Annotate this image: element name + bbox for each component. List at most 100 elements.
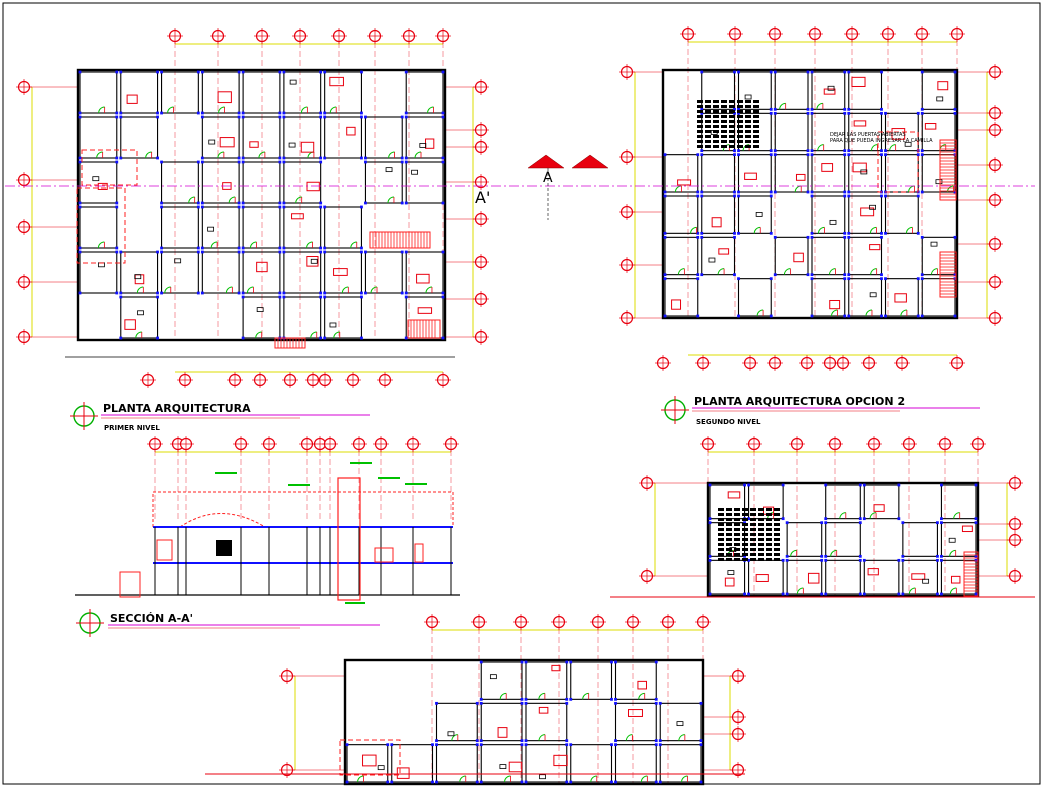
seat bbox=[737, 140, 743, 143]
column-mark bbox=[747, 483, 750, 487]
column-mark bbox=[323, 111, 327, 115]
room-wall bbox=[161, 161, 199, 204]
column-mark bbox=[769, 70, 773, 74]
column-mark bbox=[282, 160, 286, 164]
seat bbox=[718, 528, 724, 531]
column-mark bbox=[785, 521, 789, 525]
column-mark bbox=[479, 697, 483, 701]
column-mark bbox=[974, 521, 978, 525]
column-mark bbox=[282, 246, 286, 250]
column-mark bbox=[699, 739, 703, 743]
grid-bubble bbox=[730, 668, 746, 684]
column-mark bbox=[737, 149, 740, 153]
column-mark bbox=[237, 160, 241, 164]
room-wall bbox=[811, 112, 846, 152]
grid-bubble bbox=[473, 329, 489, 345]
seat bbox=[750, 548, 756, 551]
room-wall bbox=[283, 161, 322, 204]
grid-bubble bbox=[880, 26, 896, 42]
section-door bbox=[414, 543, 424, 563]
column-mark bbox=[241, 70, 245, 74]
seat bbox=[734, 558, 740, 561]
column-mark bbox=[884, 153, 887, 157]
column-mark bbox=[160, 250, 163, 254]
room-wall bbox=[863, 484, 900, 520]
fixture bbox=[936, 96, 944, 102]
furniture bbox=[744, 172, 757, 180]
seat bbox=[697, 145, 703, 148]
seat bbox=[726, 543, 732, 546]
column-mark bbox=[319, 295, 323, 299]
column-mark bbox=[737, 111, 740, 115]
grid-bubble bbox=[252, 372, 268, 388]
column-mark bbox=[404, 115, 408, 119]
seat bbox=[713, 125, 719, 128]
grid-bubble bbox=[178, 436, 194, 452]
column-mark bbox=[200, 160, 204, 164]
furniture bbox=[961, 525, 973, 533]
room-wall bbox=[737, 278, 772, 317]
grid-bubble bbox=[471, 614, 487, 630]
column-mark bbox=[696, 194, 700, 198]
seat bbox=[758, 543, 764, 546]
seat bbox=[766, 518, 772, 521]
fixture bbox=[256, 307, 264, 313]
column-mark bbox=[156, 70, 159, 74]
seat bbox=[713, 110, 719, 113]
column-mark bbox=[737, 153, 740, 157]
grid-bubble bbox=[660, 614, 676, 630]
column-mark bbox=[880, 231, 883, 235]
column-mark bbox=[196, 160, 200, 164]
grid-bubble bbox=[987, 105, 1003, 121]
column-mark bbox=[241, 201, 245, 205]
stair-hatch bbox=[369, 231, 431, 249]
column-mark bbox=[386, 743, 390, 747]
section-window-grid bbox=[216, 540, 232, 556]
grid-bubble bbox=[1007, 475, 1023, 491]
seat bbox=[745, 130, 751, 133]
seat bbox=[737, 145, 743, 148]
column-mark bbox=[404, 201, 408, 205]
furniture bbox=[627, 709, 643, 717]
column-mark bbox=[974, 592, 978, 596]
room-wall bbox=[774, 236, 809, 276]
room-wall bbox=[737, 71, 772, 110]
furniture bbox=[718, 248, 730, 255]
column-mark bbox=[282, 70, 286, 74]
seat bbox=[737, 125, 743, 128]
column-mark bbox=[847, 190, 851, 194]
room-wall bbox=[79, 251, 118, 294]
room-wall bbox=[825, 484, 861, 520]
column-mark bbox=[237, 246, 241, 250]
column-mark bbox=[897, 517, 901, 521]
grid-bubble bbox=[695, 614, 711, 630]
seat bbox=[737, 135, 743, 138]
grid-bubble bbox=[1007, 532, 1023, 548]
seat bbox=[766, 533, 772, 536]
column-mark bbox=[115, 70, 119, 74]
furniture bbox=[677, 179, 692, 186]
column-mark bbox=[241, 115, 245, 119]
column-mark bbox=[769, 231, 773, 235]
room-wall bbox=[525, 702, 568, 742]
grid-bubble bbox=[279, 668, 295, 684]
seat bbox=[737, 115, 743, 118]
column-mark bbox=[880, 194, 883, 198]
plan-title-second: PLANTA ARQUITECTURA OPCION 2 bbox=[694, 395, 905, 408]
column-mark bbox=[404, 291, 408, 295]
column-mark bbox=[115, 160, 119, 164]
fixture bbox=[922, 578, 930, 584]
grid-bubble bbox=[767, 355, 783, 371]
grid-bubble bbox=[16, 274, 32, 290]
seat bbox=[721, 140, 727, 143]
column-mark bbox=[241, 246, 245, 250]
column-mark bbox=[785, 554, 789, 558]
column-mark bbox=[520, 743, 524, 747]
room-wall bbox=[283, 206, 322, 249]
column-mark bbox=[319, 291, 323, 295]
column-mark bbox=[936, 521, 939, 525]
grid-bubble bbox=[233, 436, 249, 452]
column-mark bbox=[115, 291, 119, 295]
furniture bbox=[219, 137, 235, 148]
seat bbox=[697, 100, 703, 103]
